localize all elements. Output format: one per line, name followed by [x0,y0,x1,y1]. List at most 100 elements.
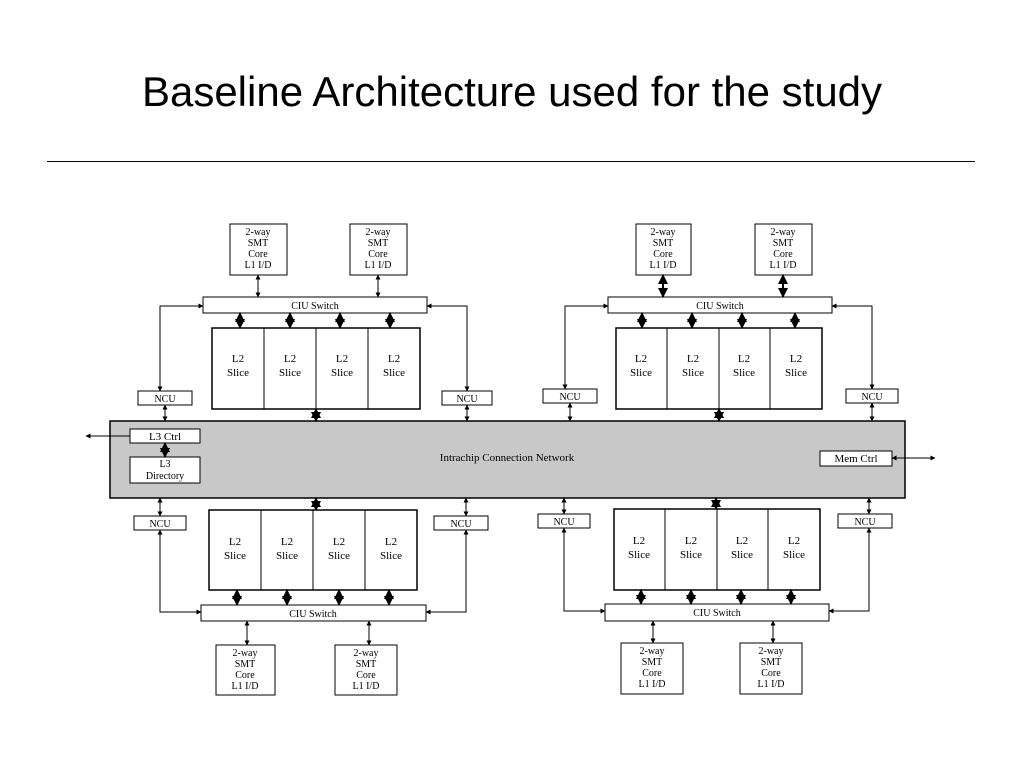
core-label-4: L1 I/D [639,679,666,690]
ncu-box: NCU [837,513,893,529]
core-label-1: 2-way [651,227,676,238]
l2-label-2: Slice [276,550,298,562]
ciu-switch-label: CIU Switch [291,301,339,312]
core-label-4: L1 I/D [232,681,259,692]
core-label-3: Core [368,249,388,260]
core-label-2: SMT [368,238,389,249]
l2-slice-group: L2 Slice L2 Slice L2 Slice L2 Slice [615,327,823,410]
ncu-label: NCU [154,394,176,405]
l2-label-1: L2 [385,536,397,548]
mem-ctrl-label: Mem Ctrl [834,453,877,465]
l2-label-1: L2 [633,535,645,547]
ciu-switch: CIU Switch [604,603,830,622]
l2-label-1: L2 [788,535,800,547]
core-label-4: L1 I/D [365,260,392,271]
ncu-label: NCU [559,392,581,403]
ncu-box: NCU [137,390,193,406]
core-box: 2-way SMT Core L1 I/D [635,223,692,276]
ciu-switch-label: CIU Switch [289,609,337,620]
core-label-3: Core [761,668,781,679]
l3-directory-label-1: L3 [159,459,170,470]
ciu-switch: CIU Switch [202,296,428,314]
l2-label-1: L2 [388,353,400,365]
l3-ctrl-label: L3 Ctrl [149,431,181,443]
core-box: 2-way SMT Core L1 I/D [349,223,408,276]
l2-label-2: Slice [380,550,402,562]
core-label-2: SMT [761,657,782,668]
ncu-box: NCU [433,515,489,531]
core-label-1: 2-way [354,648,379,659]
ncu-label: NCU [861,392,883,403]
cluster-top-left: 2-way SMT Core L1 I/D 2-way SMT Core L1 … [137,223,493,422]
core-label-1: 2-way [759,646,784,657]
l2-label-1: L2 [232,353,244,365]
core-box: 2-way SMT Core L1 I/D [229,223,288,276]
core-label-4: L1 I/D [353,681,380,692]
ncu-box: NCU [537,513,591,529]
ncu-box: NCU [441,390,493,406]
cluster-bottom-right: L2 Slice L2 Slice L2 Slice L2 Slice CIU … [537,497,893,695]
title-divider [47,161,975,162]
l2-label-1: L2 [284,353,296,365]
cluster-bottom-left: L2 Slice L2 Slice L2 Slice L2 Slice CIU … [133,497,489,696]
core-label-2: SMT [356,659,377,670]
ncu-box: NCU [542,388,598,404]
cluster-top-right: 2-way SMT Core L1 I/D 2-way SMT Core L1 … [542,223,899,422]
l2-label-2: Slice [331,367,353,379]
l2-label-2: Slice [224,550,246,562]
l2-label-1: L2 [336,353,348,365]
ncu-label: NCU [854,517,876,528]
core-box: 2-way SMT Core L1 I/D [620,642,684,695]
ncu-label: NCU [456,394,478,405]
l2-label-1: L2 [281,536,293,548]
core-label-3: Core [642,668,662,679]
ncu-box: NCU [845,388,899,404]
core-label-1: 2-way [771,227,796,238]
l2-label-2: Slice [628,549,650,561]
core-label-4: L1 I/D [758,679,785,690]
core-label-2: SMT [642,657,663,668]
core-label-1: 2-way [640,646,665,657]
ciu-switch-label: CIU Switch [693,608,741,619]
core-box: 2-way SMT Core L1 I/D [754,223,813,276]
l2-label-2: Slice [279,367,301,379]
l2-label-1: L2 [687,353,699,365]
l2-slice-group: L2 Slice L2 Slice L2 Slice L2 Slice [211,327,421,410]
core-label-4: L1 I/D [650,260,677,271]
l2-label-2: Slice [227,367,249,379]
core-label-3: Core [653,249,673,260]
l2-label-1: L2 [790,353,802,365]
core-box: 2-way SMT Core L1 I/D [334,644,398,696]
l2-label-2: Slice [383,367,405,379]
core-label-3: Core [773,249,793,260]
core-label-1: 2-way [233,648,258,659]
ciu-switch-label: CIU Switch [696,301,744,312]
core-label-2: SMT [773,238,794,249]
l2-label-2: Slice [680,549,702,561]
core-label-4: L1 I/D [245,260,272,271]
l2-slice-group: L2 Slice L2 Slice L2 Slice L2 Slice [208,509,418,591]
core-label-2: SMT [248,238,269,249]
network-label: Intrachip Connection Network [440,452,575,464]
core-label-2: SMT [235,659,256,670]
l2-label-1: L2 [736,535,748,547]
core-label-4: L1 I/D [770,260,797,271]
l2-label-2: Slice [785,367,807,379]
ncu-label: NCU [149,519,171,530]
l3-block: L3 Ctrl L3 Directory [85,428,201,484]
l2-label-1: L2 [333,536,345,548]
l2-label-1: L2 [738,353,750,365]
core-label-3: Core [235,670,255,681]
l2-label-2: Slice [328,550,350,562]
ncu-box: NCU [133,515,187,531]
l2-label-1: L2 [685,535,697,547]
ciu-switch: CIU Switch [607,296,833,314]
l2-label-2: Slice [682,367,704,379]
l2-label-2: Slice [731,549,753,561]
slide-title: Baseline Architecture used for the study [141,68,883,115]
core-label-3: Core [356,670,376,681]
ncu-label: NCU [450,519,472,530]
core-label-1: 2-way [246,227,271,238]
l2-label-2: Slice [630,367,652,379]
